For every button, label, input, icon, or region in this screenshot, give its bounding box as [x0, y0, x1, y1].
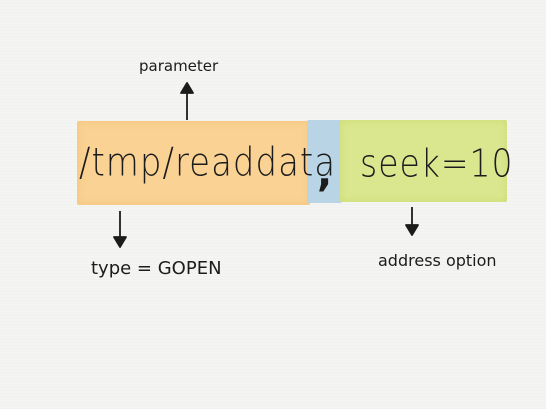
- option-highlight: [340, 120, 507, 202]
- path-highlight: [77, 121, 310, 205]
- separator-highlight: [307, 120, 342, 203]
- label-parameter: parameter: [139, 57, 219, 75]
- label-address-option: address option: [378, 251, 497, 270]
- arrow-up-parameter: [180, 82, 194, 120]
- path-text: /tmp/readdata: [79, 140, 337, 186]
- arrow-down-address-option: [405, 207, 419, 236]
- option-text: seek=10: [360, 141, 514, 186]
- separator-text: ,: [317, 150, 334, 196]
- arrow-down-type: [113, 211, 127, 248]
- label-type: type = GOPEN: [91, 258, 222, 279]
